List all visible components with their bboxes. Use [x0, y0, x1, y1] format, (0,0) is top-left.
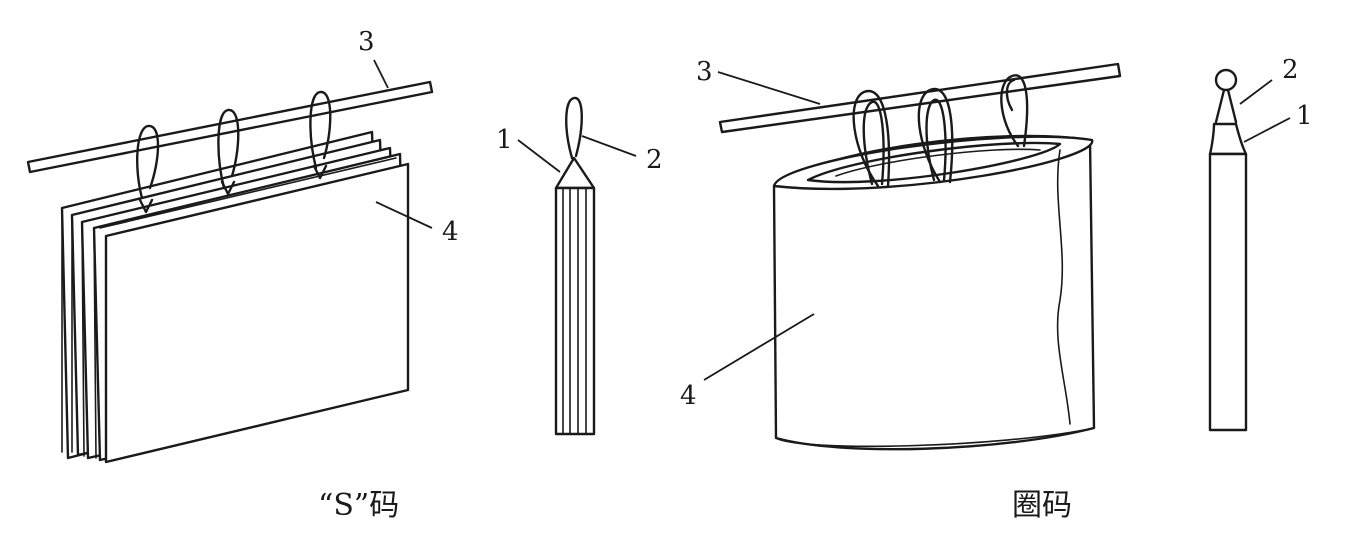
- callout-clip-left: 1: [496, 125, 513, 155]
- hanging-rod-right: [718, 62, 1122, 134]
- s-hanging-perspective: 3 4: [26, 27, 459, 464]
- ring-hanging-perspective: 3 4: [680, 57, 1122, 451]
- callout-rod-right: 3: [696, 57, 713, 87]
- hanging-rod: [26, 80, 434, 174]
- callout-rod-left: 3: [358, 27, 375, 57]
- callout-loop-right: 2: [1282, 55, 1299, 85]
- sheet-stack: [60, 130, 410, 464]
- leader-rod-left: [373, 59, 389, 89]
- ring-hanging-side-view: 2 1: [1208, 55, 1313, 432]
- callout-bundle-left: 4: [442, 217, 459, 247]
- callout-clip-right: 1: [1296, 101, 1313, 131]
- caption-s-hanging: “S”码: [318, 488, 399, 523]
- s-loops: [136, 90, 332, 214]
- caption-ring-hanging: 圈码: [1012, 488, 1072, 523]
- leader-bundle-left: [375, 201, 433, 229]
- callout-bundle-right: 4: [680, 381, 697, 411]
- callout-loop-left: 2: [646, 145, 663, 175]
- s-hanging-side-view: 1 2: [496, 96, 663, 436]
